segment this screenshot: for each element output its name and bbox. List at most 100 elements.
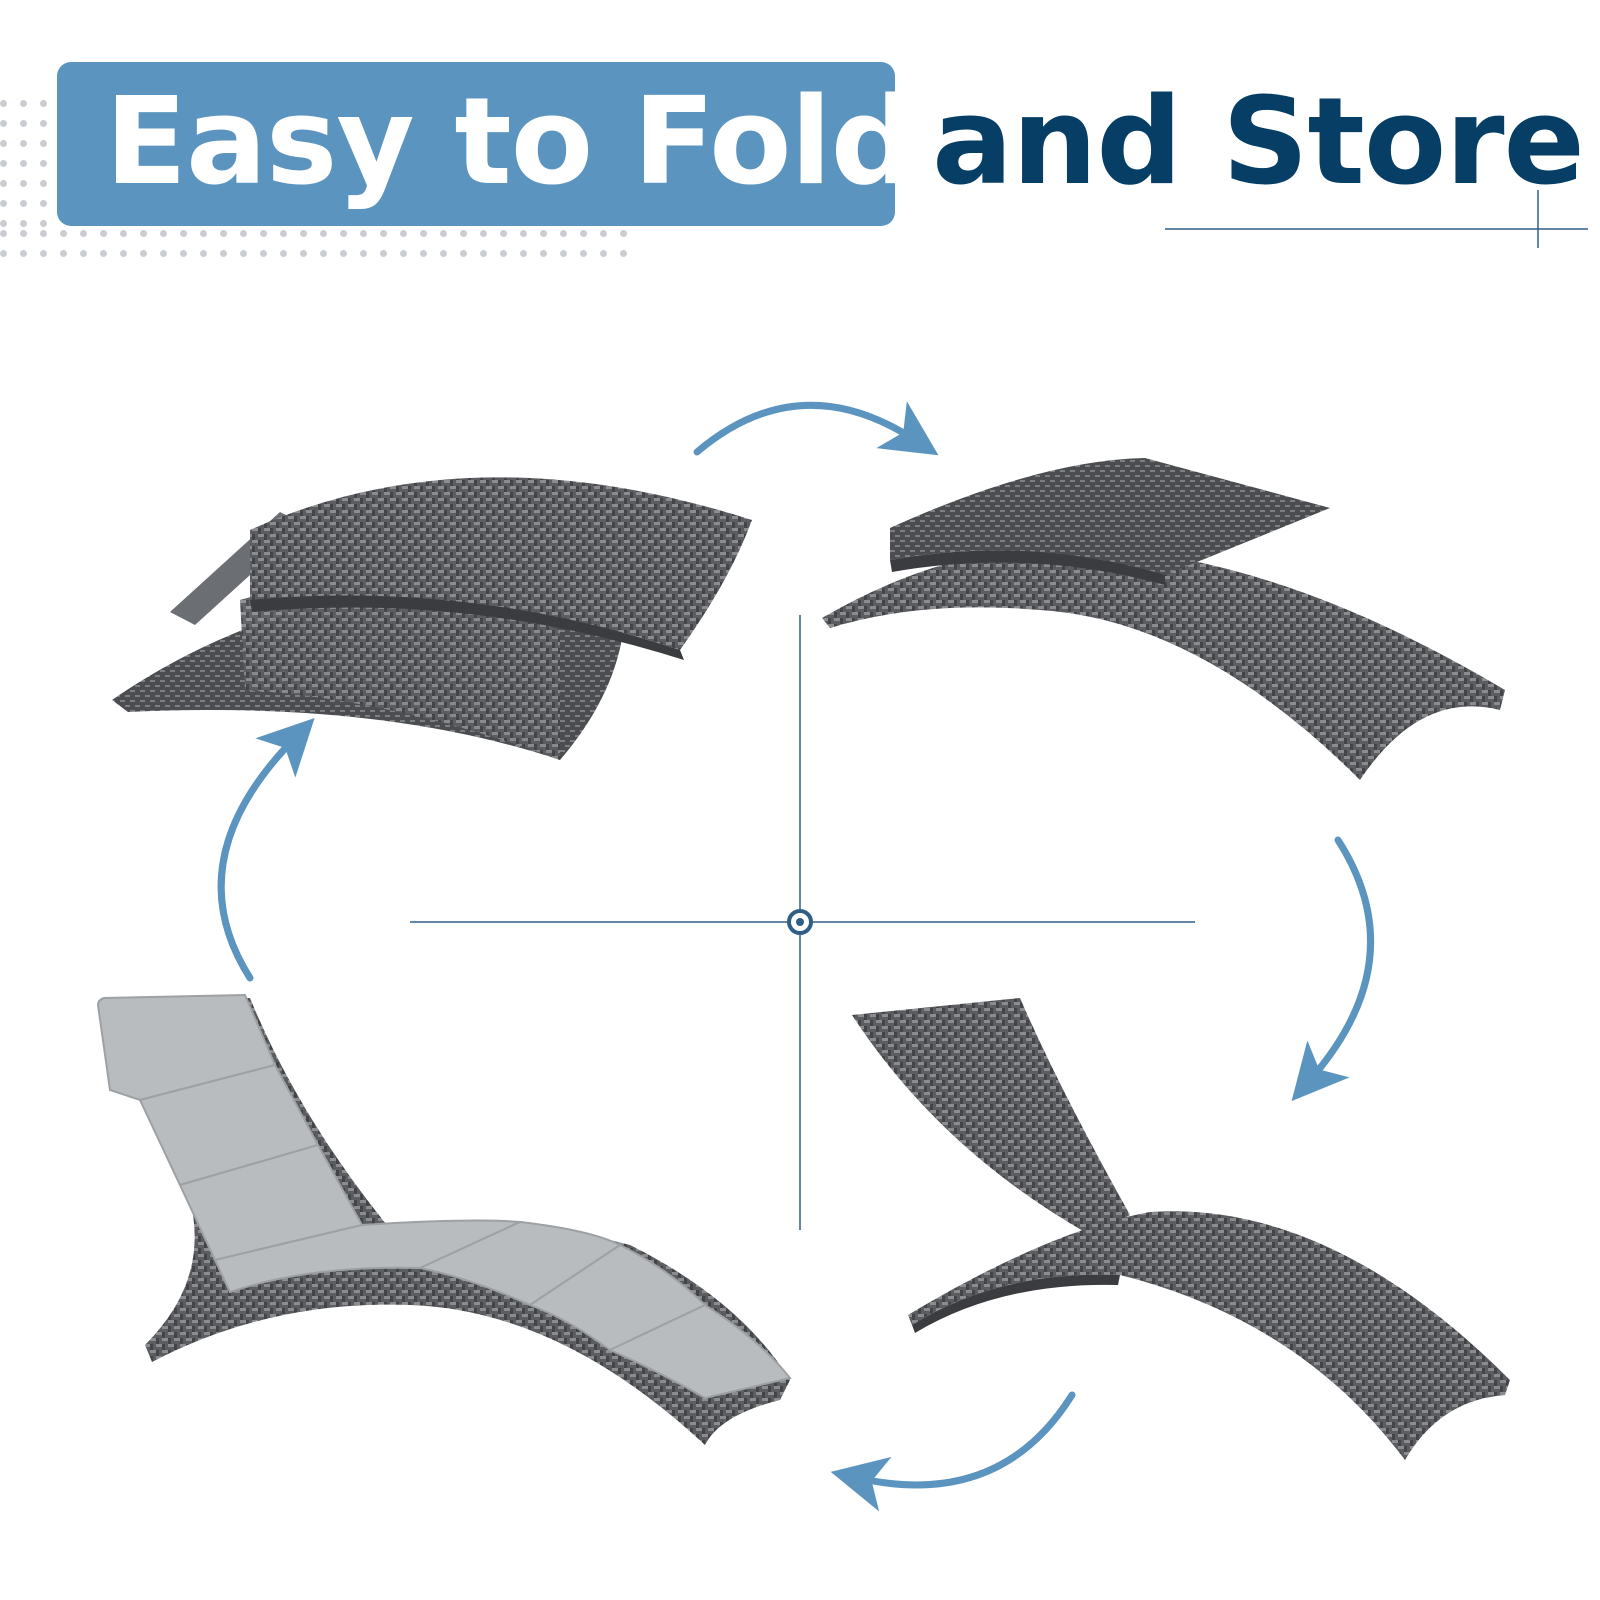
decor-dot xyxy=(600,230,607,237)
decor-dot xyxy=(100,230,107,237)
step-half-folded-flat xyxy=(822,458,1505,780)
decor-dot xyxy=(160,250,167,257)
headline-highlight-box: Easy to Fold xyxy=(57,62,917,226)
decor-dot xyxy=(480,250,487,257)
decor-dot xyxy=(420,250,427,257)
step-folded-stack xyxy=(112,477,752,760)
decor-dot xyxy=(220,250,227,257)
decor-dot xyxy=(460,250,467,257)
decor-dot xyxy=(140,250,147,257)
decor-dot xyxy=(620,230,627,237)
decor-dot xyxy=(240,250,247,257)
arrow-up-icon xyxy=(217,718,315,982)
decor-dot xyxy=(280,230,287,237)
decor-dot xyxy=(20,100,27,107)
step-frame-unfolded xyxy=(852,998,1510,1460)
decor-dot xyxy=(440,230,447,237)
decor-dot xyxy=(0,200,7,207)
decor-dot xyxy=(60,250,67,257)
decor-dot xyxy=(420,230,427,237)
dotted-pattern-bottom xyxy=(0,230,660,260)
decor-dot xyxy=(300,250,307,257)
decor-dot xyxy=(0,120,7,127)
decor-dot xyxy=(20,230,27,237)
decor-dot xyxy=(0,230,7,237)
decor-dot xyxy=(20,200,27,207)
decor-dot xyxy=(440,250,447,257)
decor-dot xyxy=(40,220,47,227)
decor-dot xyxy=(520,250,527,257)
decor-dot xyxy=(40,100,47,107)
decor-dot xyxy=(220,230,227,237)
decor-dot xyxy=(500,250,507,257)
decor-dot xyxy=(580,230,587,237)
decor-dot xyxy=(360,250,367,257)
decor-dot xyxy=(60,230,67,237)
decor-dot xyxy=(300,230,307,237)
decor-dot xyxy=(180,230,187,237)
header-divider xyxy=(1165,190,1588,248)
decor-dot xyxy=(560,230,567,237)
decor-dot xyxy=(340,250,347,257)
decor-dot xyxy=(20,180,27,187)
decor-dot xyxy=(20,140,27,147)
decor-dot xyxy=(100,250,107,257)
decor-dot xyxy=(520,230,527,237)
headline-highlight-text: Easy to Fold xyxy=(105,73,917,212)
headline-rest-text: and Store xyxy=(932,73,1585,212)
decor-dot xyxy=(400,250,407,257)
arrow-left-icon xyxy=(830,1391,1076,1512)
decor-dot xyxy=(20,120,27,127)
decor-dot xyxy=(120,250,127,257)
decor-dot xyxy=(280,250,287,257)
decor-dot xyxy=(360,230,367,237)
decor-dot xyxy=(620,250,627,257)
arrow-down-icon xyxy=(1291,836,1375,1102)
decor-dot xyxy=(320,250,327,257)
step-lounger-with-cushion xyxy=(96,993,792,1445)
decor-dot xyxy=(480,230,487,237)
decor-dot xyxy=(0,220,7,227)
decor-dot xyxy=(200,230,207,237)
decor-dot xyxy=(0,250,7,257)
decor-dot xyxy=(120,230,127,237)
decor-dot xyxy=(0,180,7,187)
decor-dot xyxy=(0,100,7,107)
decor-dot xyxy=(560,250,567,257)
decor-dot xyxy=(600,250,607,257)
decor-dot xyxy=(140,230,147,237)
process-arrows xyxy=(217,401,1375,1512)
decor-dot xyxy=(380,250,387,257)
decor-dot xyxy=(540,250,547,257)
decor-dot xyxy=(40,250,47,257)
decor-dot xyxy=(40,120,47,127)
decor-dot xyxy=(0,140,7,147)
decor-dot xyxy=(320,230,327,237)
decor-dot xyxy=(260,230,267,237)
decor-dot xyxy=(0,160,7,167)
decor-dot xyxy=(20,220,27,227)
decor-dot xyxy=(500,230,507,237)
decor-dot xyxy=(160,230,167,237)
decor-dot xyxy=(540,230,547,237)
center-crosshair xyxy=(410,615,1195,1230)
decor-dot xyxy=(240,230,247,237)
decor-dot xyxy=(460,230,467,237)
decor-dot xyxy=(20,250,27,257)
decor-dot xyxy=(80,230,87,237)
decor-dot xyxy=(180,250,187,257)
decor-dot xyxy=(400,230,407,237)
decor-dot xyxy=(580,250,587,257)
decor-dot xyxy=(200,250,207,257)
dotted-pattern-left xyxy=(0,100,60,260)
decor-dot xyxy=(40,160,47,167)
decor-dot xyxy=(20,160,27,167)
decor-dot xyxy=(260,250,267,257)
decor-dot xyxy=(340,230,347,237)
decor-dot xyxy=(40,180,47,187)
decor-dot xyxy=(380,230,387,237)
decor-dot xyxy=(40,200,47,207)
decor-dot xyxy=(40,230,47,237)
arrow-right-icon xyxy=(693,401,939,456)
